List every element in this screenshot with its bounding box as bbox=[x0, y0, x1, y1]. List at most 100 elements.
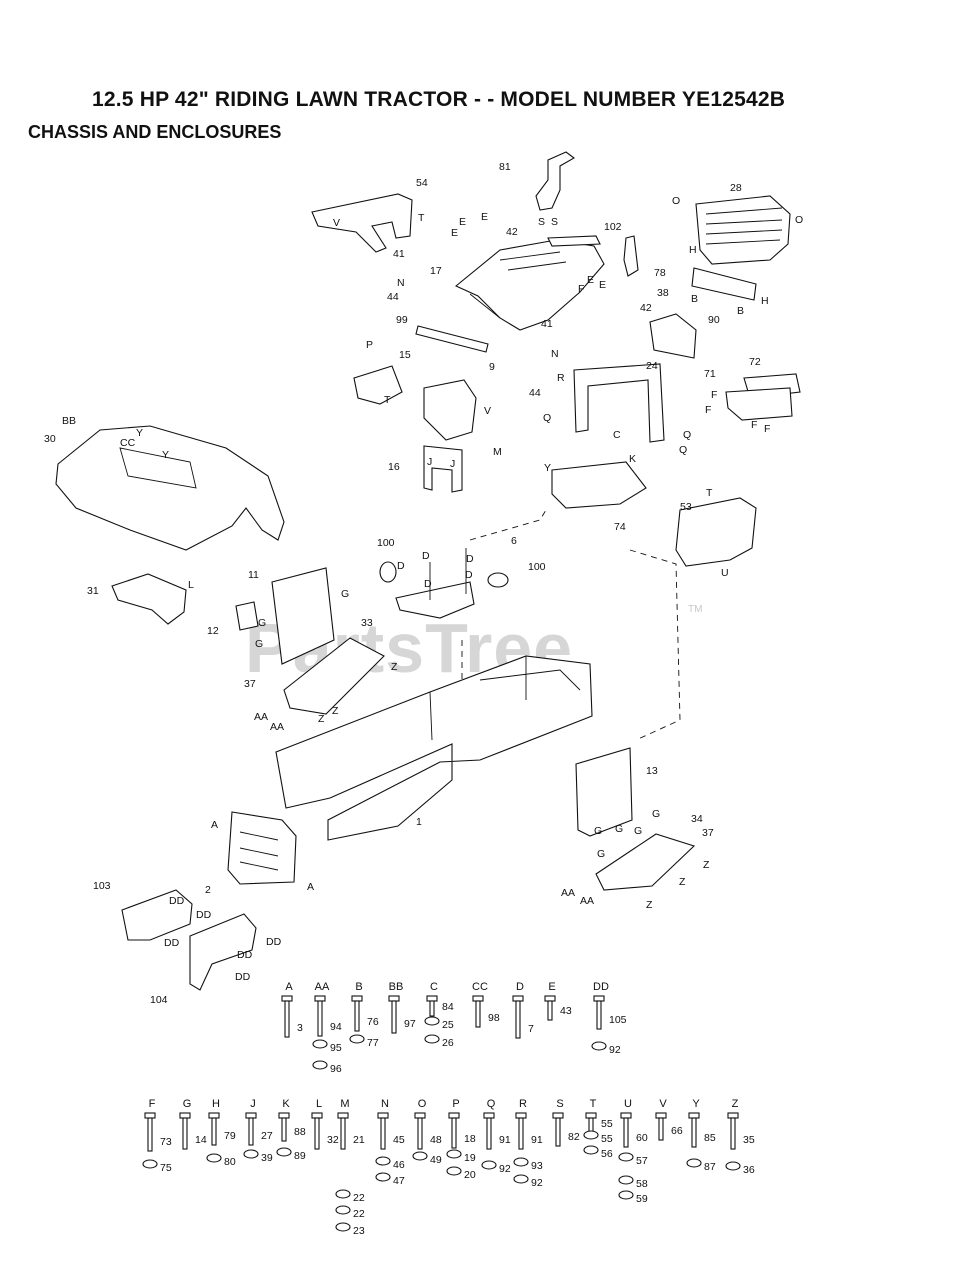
hardware-letter: Q bbox=[487, 1098, 496, 1110]
bolt-shank-icon bbox=[596, 1000, 602, 1030]
callout-label: Z bbox=[332, 705, 339, 717]
hardware-group-l[interactable]: L32 bbox=[311, 1098, 339, 1150]
hardware-part-number: 89 bbox=[294, 1150, 306, 1162]
callout-label: F bbox=[751, 419, 757, 431]
hardware-part-number: 80 bbox=[224, 1156, 236, 1168]
part-15-plate[interactable] bbox=[353, 365, 403, 405]
hardware-letter: L bbox=[316, 1098, 322, 1110]
callout-label: G bbox=[634, 825, 642, 837]
callout-label: E bbox=[451, 227, 458, 239]
callout-label: DD bbox=[164, 937, 180, 949]
callout-label: 17 bbox=[430, 265, 442, 277]
part-34-footrest[interactable] bbox=[595, 833, 696, 891]
part-2-panel[interactable] bbox=[227, 811, 297, 885]
callout-label: R bbox=[557, 372, 565, 384]
hardware-letter: E bbox=[548, 981, 555, 993]
part-9-dash-panel[interactable] bbox=[423, 379, 477, 441]
bolt-head-icon bbox=[426, 995, 438, 1002]
part-16-bracket[interactable] bbox=[423, 445, 463, 493]
part-78-bracket[interactable] bbox=[623, 235, 639, 277]
bolt-shank-icon bbox=[475, 1000, 481, 1028]
hardware-group-d[interactable]: D7 bbox=[512, 981, 534, 1039]
hardware-letter: O bbox=[418, 1098, 427, 1110]
washer-nut-icon bbox=[335, 1222, 351, 1232]
part-1-main-frame[interactable] bbox=[275, 655, 593, 841]
washer-nut-icon bbox=[686, 1158, 702, 1168]
part-31-bracket[interactable] bbox=[111, 573, 187, 625]
bolt-head-icon bbox=[483, 1112, 495, 1119]
hardware-group-v[interactable]: V66 bbox=[655, 1098, 683, 1141]
bolt-shank-icon bbox=[248, 1117, 254, 1146]
part-38-bar[interactable] bbox=[691, 267, 757, 301]
callout-label: D bbox=[422, 550, 430, 562]
hardware-group-a[interactable]: A3 bbox=[281, 981, 303, 1038]
part-90-plate[interactable] bbox=[649, 313, 697, 359]
bolt-head-icon bbox=[314, 995, 326, 1002]
callout-label: 16 bbox=[388, 461, 400, 473]
part-74-frame[interactable] bbox=[551, 461, 647, 509]
hardware-part-number: 25 bbox=[442, 1019, 454, 1031]
part-53-bumper[interactable] bbox=[675, 497, 757, 567]
bolt-head-icon bbox=[144, 1112, 156, 1119]
part-81-bracket[interactable] bbox=[535, 151, 575, 211]
part-33-footrest[interactable] bbox=[283, 637, 385, 715]
callout-label: 41 bbox=[393, 248, 405, 260]
hardware-group-g[interactable]: G14 bbox=[179, 1098, 207, 1150]
hardware-part-number: 46 bbox=[393, 1159, 405, 1171]
part-12-insert[interactable] bbox=[235, 601, 259, 631]
part-30-fender[interactable] bbox=[55, 425, 285, 551]
part-104-bracket[interactable] bbox=[189, 913, 257, 991]
part-103-bracket[interactable] bbox=[121, 889, 193, 941]
part-6-seat-bracket[interactable] bbox=[395, 581, 475, 619]
hardware-group-e[interactable]: E43 bbox=[544, 981, 572, 1021]
washer-nut-icon bbox=[424, 1016, 440, 1026]
callout-label: T bbox=[706, 487, 713, 499]
hardware-part-number: 95 bbox=[330, 1042, 342, 1054]
callout-label: BB bbox=[62, 415, 76, 427]
part-102-strip[interactable] bbox=[547, 235, 601, 247]
part-24-frame[interactable] bbox=[573, 363, 665, 443]
callout-label: 42 bbox=[640, 302, 652, 314]
washer-nut-icon bbox=[583, 1145, 599, 1155]
hardware-part-number: 47 bbox=[393, 1175, 405, 1187]
callout-label: G bbox=[597, 848, 605, 860]
part-100-clip-left[interactable] bbox=[379, 561, 397, 583]
callout-label: 44 bbox=[387, 291, 399, 303]
part-54-fender-bracket[interactable] bbox=[311, 193, 413, 253]
part-99-rod[interactable] bbox=[415, 325, 489, 353]
hardware-letter: R bbox=[519, 1098, 527, 1110]
hardware-part-number: 85 bbox=[704, 1132, 716, 1144]
hardware-part-number: 97 bbox=[404, 1018, 416, 1030]
part-11-side-panel[interactable] bbox=[271, 567, 335, 665]
callout-label: 78 bbox=[654, 267, 666, 279]
part-13-side-panel[interactable] bbox=[575, 747, 633, 837]
part-17-hood[interactable] bbox=[454, 239, 605, 331]
callout-label: Y bbox=[544, 462, 551, 474]
part-71-bracket[interactable] bbox=[725, 387, 793, 421]
part-100-clip-right[interactable] bbox=[487, 572, 509, 588]
hardware-part-number: 57 bbox=[636, 1155, 648, 1167]
callout-label: G bbox=[255, 638, 263, 650]
callout-label: Q bbox=[679, 444, 687, 456]
hardware-group-s[interactable]: S82 bbox=[552, 1098, 580, 1147]
